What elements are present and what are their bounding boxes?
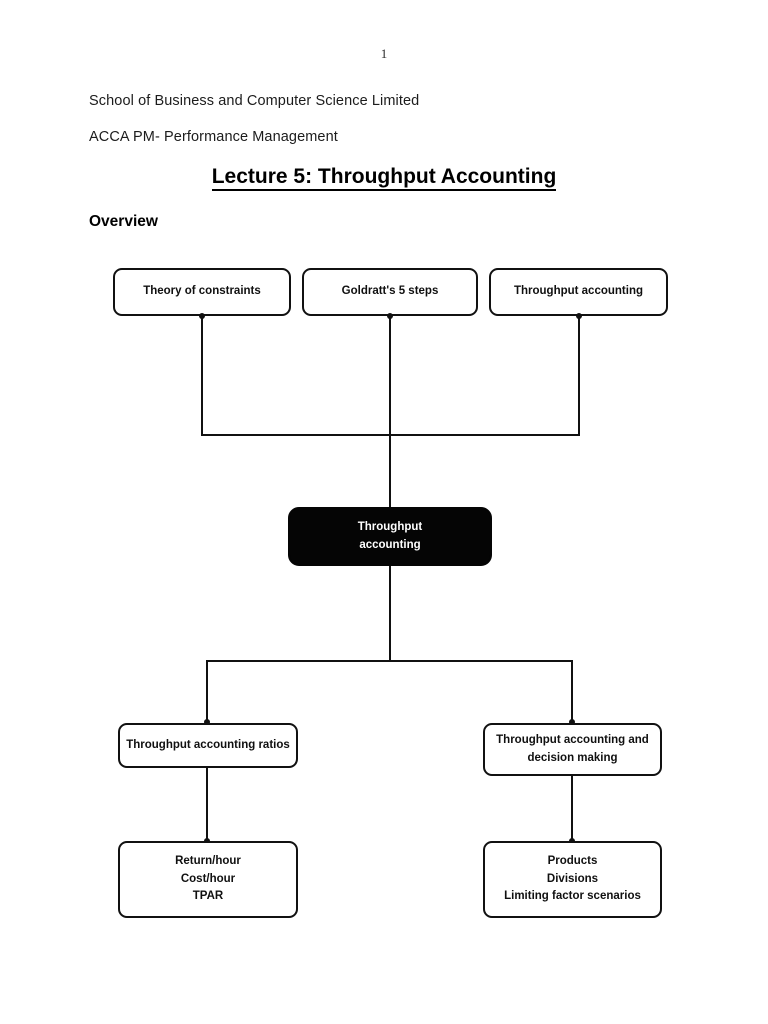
node-label: Throughput accounting ratios [126,738,290,751]
node-decision-detail: Products Divisions Limiting factor scena… [483,841,662,918]
detail-item: Limiting factor scenarios [504,890,641,903]
connector-top-bus [201,434,580,436]
connector-goldratt-down [389,316,391,507]
page-title: Lecture 5: Throughput Accounting [0,165,768,191]
node-ratios-detail: Return/hour Cost/hour TPAR [118,841,298,918]
detail-item: Products [547,854,598,867]
node-theory-of-constraints: Theory of constraints [113,268,291,316]
node-label-block: Throughput accounting and decision makin… [496,732,649,768]
detail-item: TPAR [192,890,224,903]
node-label: Throughput accounting [513,285,644,298]
course-line: ACCA PM- Performance Management [89,129,338,145]
node-label: Goldratt's 5 steps [341,285,439,298]
section-heading: Overview [89,213,158,230]
node-throughput-accounting-decision-making: Throughput accounting and decision makin… [483,723,662,776]
node-label-block: Throughput accounting [358,519,423,555]
node-throughput-accounting-top: Throughput accounting [489,268,668,316]
connector-decision-down [571,660,573,723]
detail-item: Divisions [546,872,599,885]
page-number: 1 [380,46,388,61]
connector-lower-bus [206,660,573,662]
node-goldratt-5-steps: Goldratt's 5 steps [302,268,478,316]
node-label: Theory of constraints [143,285,261,298]
page-title-text: Lecture 5: Throughput Accounting [211,165,557,191]
connector-ratios-to-detail [206,768,208,842]
node-label-line-1: Throughput [357,520,423,533]
connector-ratios-down [206,660,208,723]
node-label-line-2: decision making [527,751,618,764]
connector-dot-decision [569,719,575,725]
connector-theory-down [201,316,203,436]
connector-central-down [389,566,391,661]
detail-item: Return/hour [175,854,241,867]
node-label-line-1: Throughput accounting and [496,733,649,746]
connector-decision-to-detail [571,776,573,842]
node-label-block: Products Divisions Limiting factor scena… [504,853,641,906]
connector-dot-ratios [204,719,210,725]
organization-line: School of Business and Computer Science … [89,93,420,109]
node-label-line-2: accounting [359,538,421,551]
node-label-block: Return/hour Cost/hour TPAR [175,853,241,906]
connector-throughput-top-down [578,316,580,436]
detail-item: Cost/hour [180,872,236,885]
node-throughput-accounting-ratios: Throughput accounting ratios [118,723,298,768]
node-throughput-accounting-central: Throughput accounting [288,507,492,566]
